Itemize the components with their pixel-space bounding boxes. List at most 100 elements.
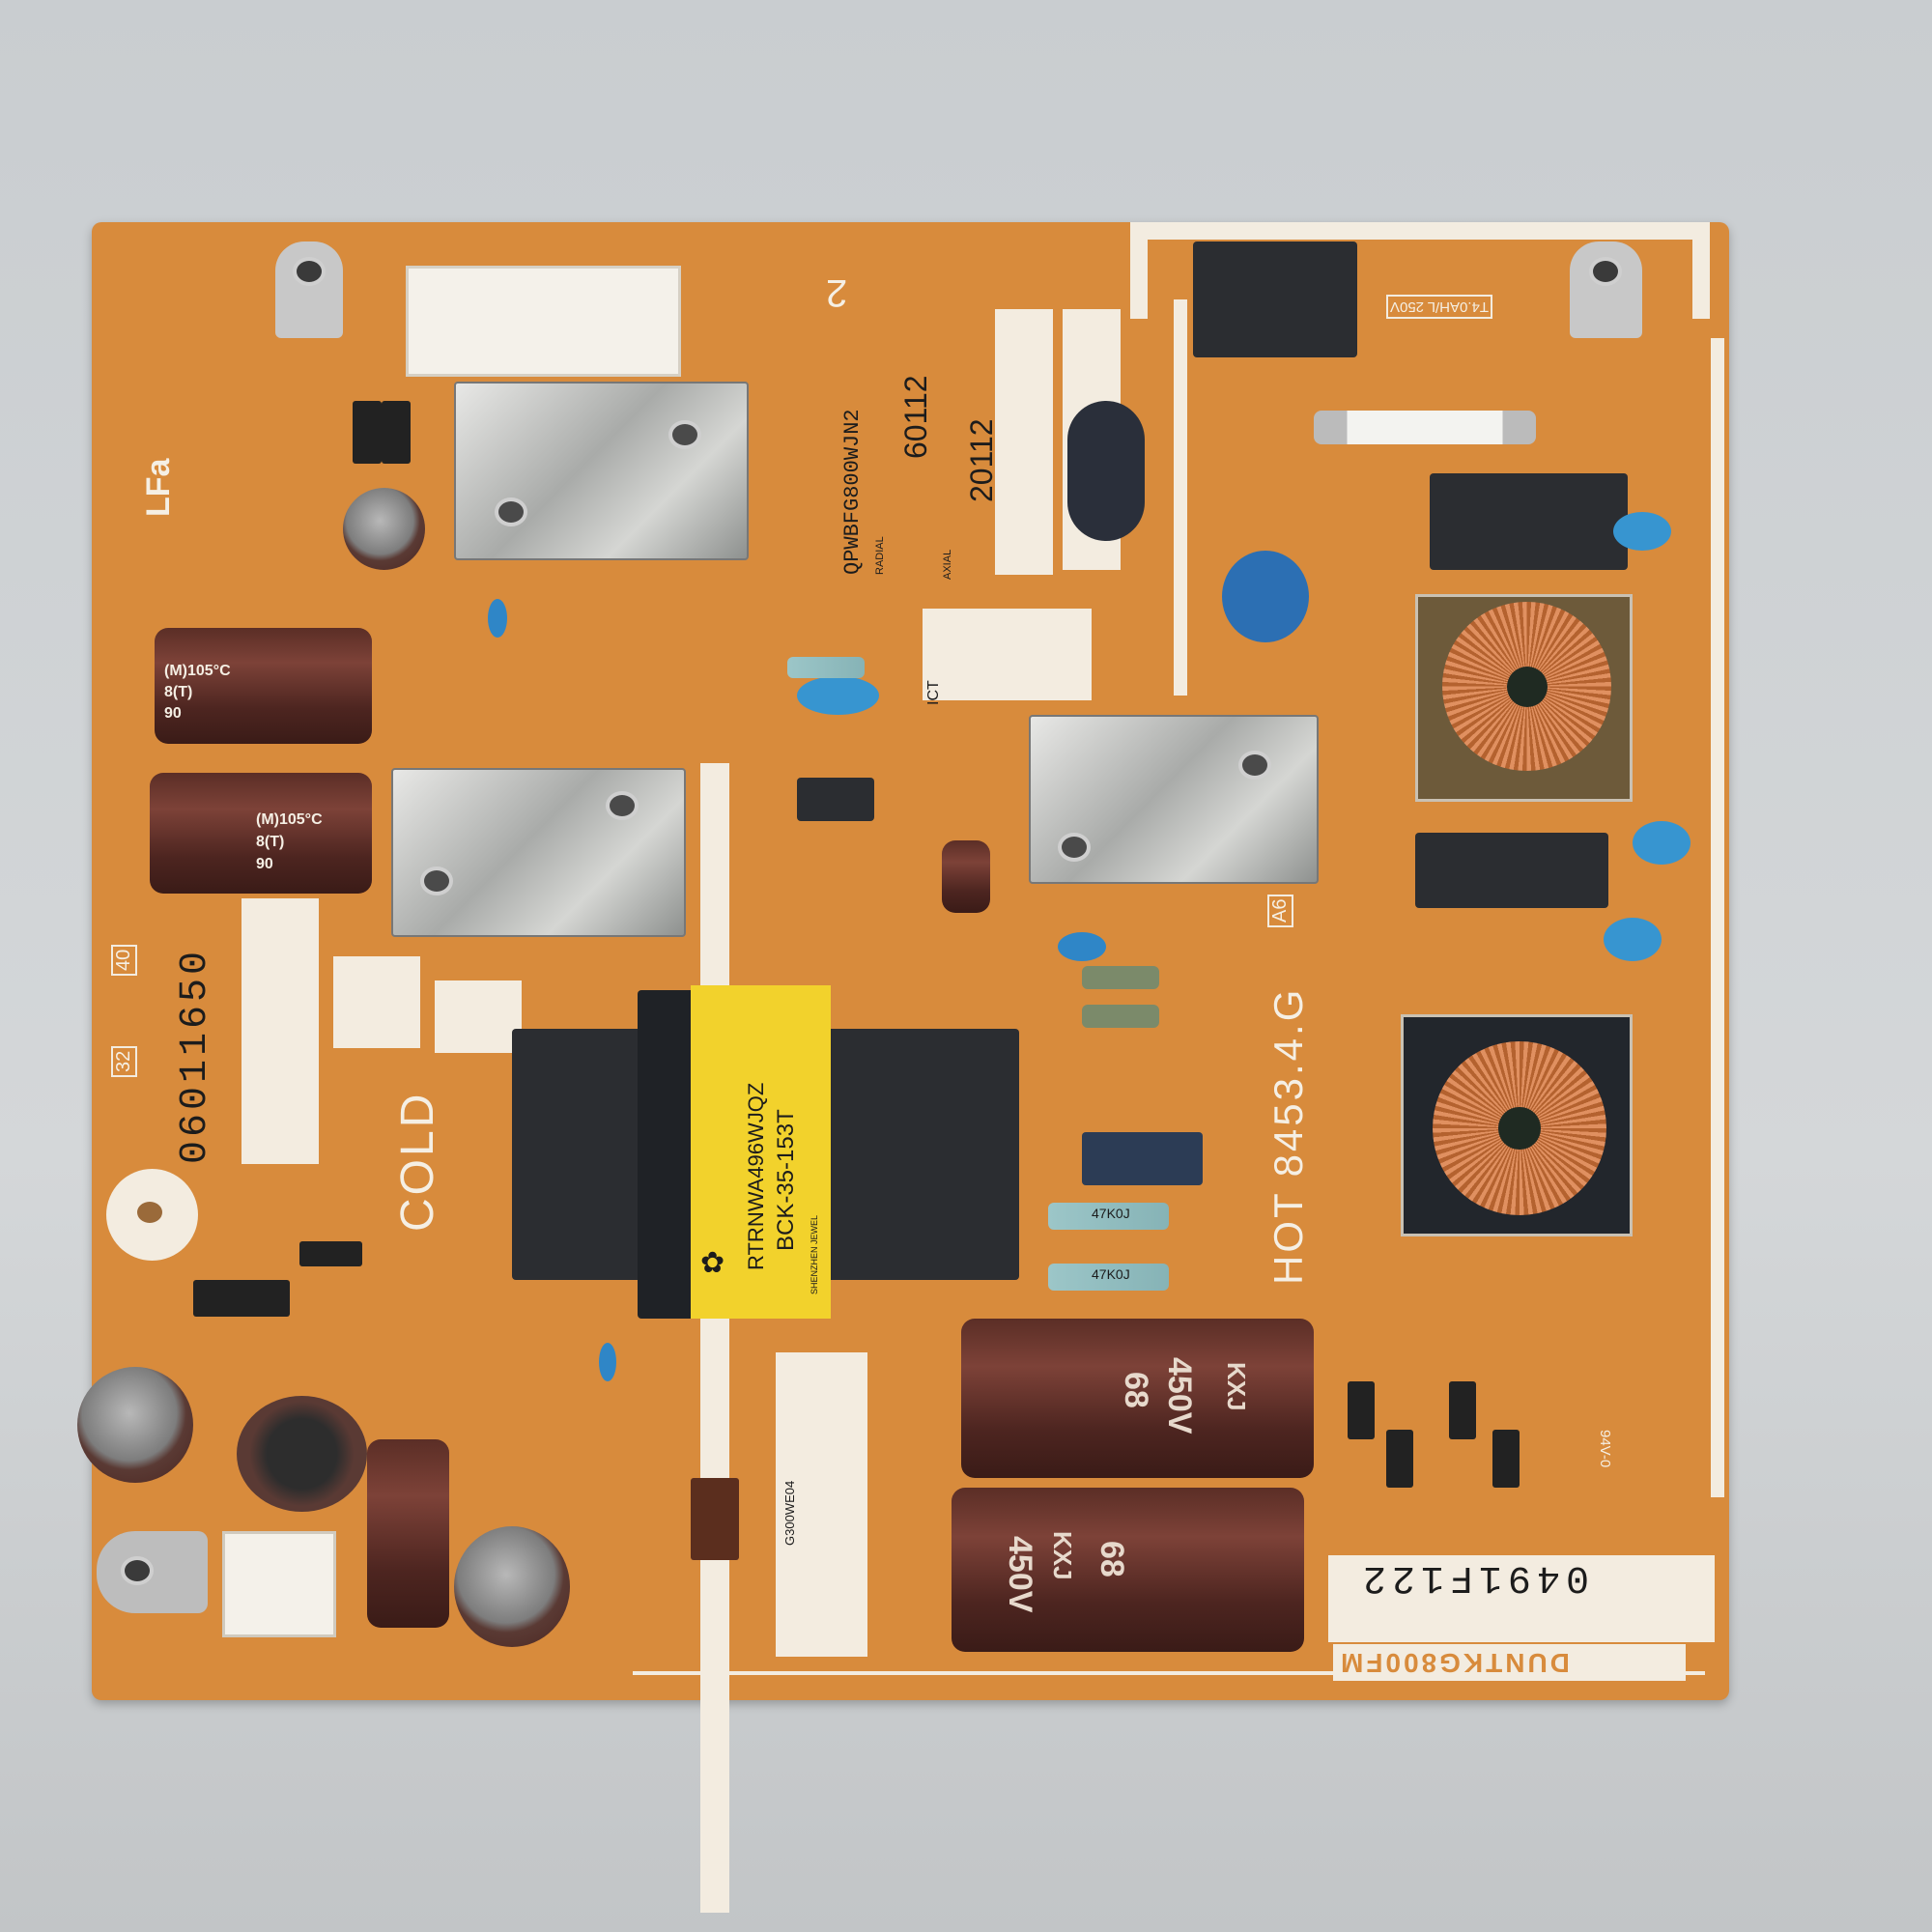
revision-mark: A6: [1267, 894, 1293, 927]
bulk-capacitor-1: 450V 68 KXJ: [961, 1319, 1314, 1478]
rectifier-diode: [1348, 1381, 1375, 1439]
diode: [353, 401, 382, 464]
capacitor-voltage: 450V: [1002, 1536, 1038, 1613]
fuse: [1314, 411, 1536, 444]
pad-label-2: [435, 980, 522, 1053]
capacitor-value: 68: [1118, 1372, 1154, 1408]
capacitor-value: 68: [1094, 1541, 1130, 1577]
electrolytic-capacitor-3: [367, 1439, 449, 1628]
radial-capacitor: [77, 1367, 193, 1483]
x-capacitor-2: [1415, 833, 1608, 908]
ceramic-capacitor: [599, 1343, 616, 1381]
transformer-maker: SHENZHEN JEWEL: [810, 1214, 819, 1294]
rectifier-diode: [1492, 1430, 1520, 1488]
date-code-box: [1328, 1555, 1715, 1642]
pad-label: [333, 956, 420, 1048]
serial-label-box: [242, 898, 319, 1164]
resistor: [787, 657, 865, 678]
board-part-number: QPWBFG800WJN2: [840, 409, 865, 575]
diode: [299, 1241, 362, 1266]
electrolytic-capacitor-1: (M)105°C 8(T) 90: [155, 628, 372, 744]
resistor-47k: 47K0J: [1048, 1203, 1169, 1230]
ntc-thermistor: [1067, 401, 1145, 541]
backlight-connector: [222, 1531, 336, 1637]
cold-side-label: COLD: [392, 1091, 443, 1232]
isolation-slot: [700, 763, 729, 1913]
capacitor-code: 90: [256, 856, 273, 872]
sticker-label: [776, 1352, 867, 1657]
bridge-component: [1082, 1132, 1203, 1185]
radial-capacitor: [343, 488, 425, 570]
mounting-lug-top-right: [1570, 242, 1642, 338]
shield-can-right: [1029, 715, 1319, 884]
jewel-logo-icon: ✿: [700, 1247, 725, 1279]
x-capacitor-1: [1430, 473, 1628, 570]
lf-mark: LFa: [140, 458, 177, 517]
fuse-rating: T4.0AH/L 250V: [1386, 295, 1493, 319]
ceramic-capacitor: [488, 599, 507, 638]
optocoupler: [797, 778, 874, 821]
silk-line-bottom: [633, 1671, 1705, 1700]
diode: [382, 401, 411, 464]
capacitor-code: 90: [164, 705, 182, 722]
model-strip-box: [1333, 1644, 1686, 1681]
capacitor-rating: 8(T): [164, 684, 193, 700]
capacitor-temp: (M)105°C: [256, 811, 323, 828]
schottky-diode: [691, 1478, 739, 1560]
electrolytic-capacitor-2: (M)105°C 8(T) 90: [150, 773, 372, 894]
main-transformer: RTRNWA496WJQZ BCK-35-153T SHENZHEN JEWEL…: [512, 985, 1019, 1319]
capacitor-temp: (M)105°C: [164, 663, 231, 679]
radial-capacitor: [454, 1526, 570, 1647]
model-strip: DUNTKG800FM: [1338, 1648, 1570, 1678]
transformer-model: BCK-35-153T: [773, 1109, 799, 1251]
diode: [193, 1280, 290, 1317]
ict-pad: [923, 609, 1092, 700]
resistor-value: 47K0J: [1092, 1206, 1130, 1221]
resistor: [1082, 966, 1159, 989]
capacitor-rating: 8(T): [256, 834, 285, 850]
ceramic-capacitor: [1058, 932, 1106, 961]
mounting-lug-bottom-left: [97, 1531, 208, 1613]
silk-line-right: [1618, 338, 1724, 1497]
date-code: 0491F122: [1357, 1555, 1590, 1599]
y-capacitor: [1604, 918, 1662, 961]
transformer-part: RTRNWA496WJQZ: [744, 1082, 768, 1270]
radial-label-box: [995, 309, 1053, 575]
axial-value: 20112: [964, 418, 999, 502]
capacitor-voltage: 450V: [1161, 1357, 1198, 1435]
sticker-code: G300WE04: [782, 1480, 797, 1546]
capacitor-brand: KXJ: [1222, 1362, 1251, 1411]
axial-label: AXIAL: [942, 549, 953, 580]
resistor-value: 47K0J: [1092, 1266, 1130, 1282]
ceramic-capacitor: [797, 676, 879, 715]
resistor-47k: 47K0J: [1048, 1264, 1169, 1291]
transformer-tape: [691, 985, 831, 1319]
hot-side-label: HOT 8453.4.G: [1265, 986, 1311, 1285]
rectifier-diode: [1449, 1381, 1476, 1439]
common-mode-choke-2: [1401, 1014, 1633, 1236]
output-connector: [406, 266, 681, 377]
inductor: [237, 1396, 367, 1512]
mounting-lug-top-left: [275, 242, 343, 338]
radial-label: RADIAL: [874, 536, 886, 575]
ict-label: ICT: [925, 680, 942, 705]
varistor: [1222, 551, 1309, 642]
y-capacitor: [1613, 512, 1671, 551]
radial-value: 60112: [898, 375, 933, 459]
flammability-rating: 94V-0: [1597, 1430, 1613, 1468]
resistor: [1082, 1005, 1159, 1028]
shield-can-middle: [391, 768, 686, 937]
capacitor-brand: KXJ: [1048, 1531, 1077, 1580]
small-capacitor: [942, 840, 990, 913]
common-mode-choke-1: [1415, 594, 1633, 802]
serial-number: 06011650: [174, 947, 217, 1164]
mounting-hole: [106, 1169, 198, 1261]
silk-line: [1174, 299, 1396, 696]
ac-inlet-connector: [1193, 242, 1357, 357]
bulk-capacitor-2: 450V 68 KXJ: [952, 1488, 1304, 1652]
y-capacitor: [1633, 821, 1690, 865]
rectifier-diode: [1386, 1430, 1413, 1488]
mark-2: 2: [826, 271, 848, 314]
mark-32: 32: [111, 1045, 137, 1077]
shield-can-top: [454, 382, 749, 560]
